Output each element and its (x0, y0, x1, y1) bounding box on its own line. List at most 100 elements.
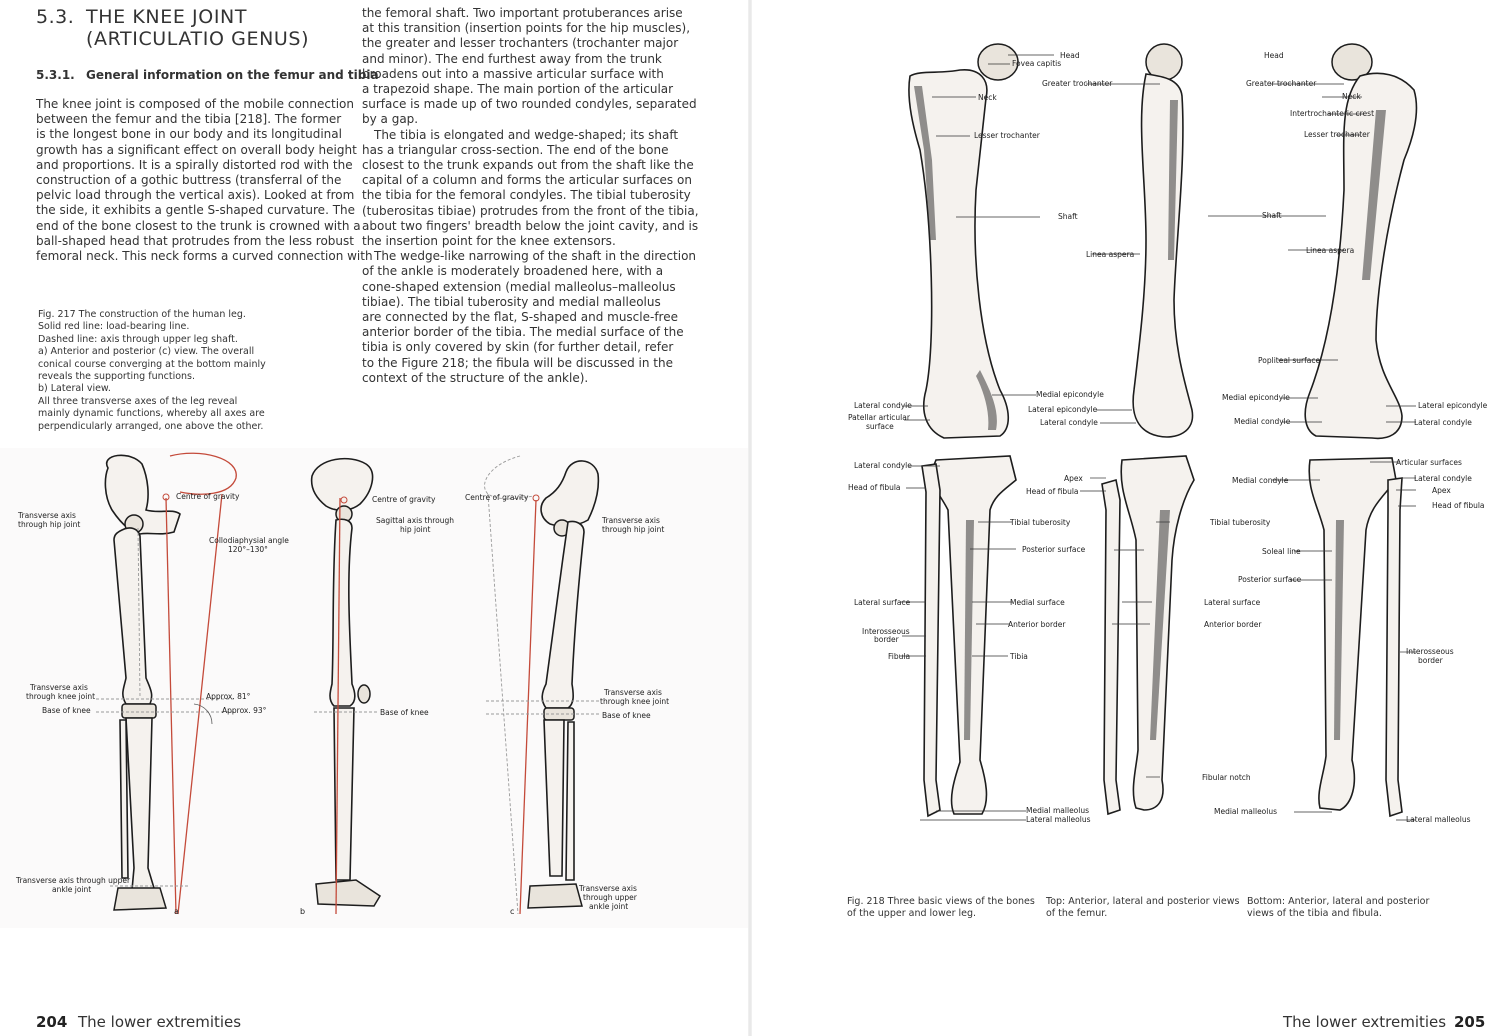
body-line: capital of a column and forms the articu… (362, 173, 692, 188)
pelvis-outline-dashed (484, 455, 535, 500)
label-transverse-knee-c-2: through knee joint (600, 697, 669, 706)
femur-anterior-view (908, 43, 1019, 439)
label-lateral-malleolus-posterior: Lateral malleolus (1406, 815, 1471, 824)
tibia-anterior-view (921, 455, 1017, 818)
label-patellar-articular-1: Patellar articular (848, 413, 911, 422)
tibia-lateral-view (1101, 455, 1195, 816)
caption-line: Dashed line: axis through upper leg shaf… (38, 333, 238, 345)
load-bearing-line-b (335, 497, 341, 915)
label-lateral-condyle-posterior: Lateral condyle (1414, 418, 1472, 427)
section-title-line-2: (ARTICULATIO GENUS) (86, 28, 310, 50)
label-base-of-knee-b: Base of knee (380, 708, 429, 717)
footer-page-number-left: 204 (36, 1013, 68, 1031)
foot-lateral-illustration (315, 879, 382, 907)
label-shaft-anterior: Shaft (1058, 212, 1078, 221)
figure-218-femur-tibia-views: Head Fovea capitis Neck Greater trochant… (848, 43, 1488, 824)
label-transverse-knee-c-1: Transverse axis (603, 688, 662, 697)
caption-line: Fig. 217 The construction of the human l… (38, 309, 246, 320)
body-line: ball-shaped head that protrudes from the… (36, 233, 354, 248)
femur-posterior-illustration (541, 520, 585, 709)
pelvis-outline-line (169, 452, 237, 495)
label-anterior-border-lateral: Anterior border (1204, 620, 1262, 629)
caption-line: Bottom: Anterior, lateral and posterior (1247, 896, 1430, 907)
label-greater-trochanter-anterior: Greater trochanter (1042, 79, 1113, 88)
label-tibial-tuberosity-lateral: Tibial tuberosity (1209, 518, 1271, 527)
knee-illustration (121, 703, 157, 719)
label-approx-81: Approx. 81° (206, 692, 251, 701)
body-column-2: the femoral shaft. Two important protube… (362, 6, 699, 386)
body-line: anterior border of the tibia. The medial… (362, 325, 684, 340)
label-sagittal-hip-2: hip joint (400, 525, 430, 534)
centre-of-gravity-marker (162, 493, 170, 501)
body-line: are connected by the flat, S-shaped and … (362, 310, 678, 325)
panel-letter-a: a (174, 907, 179, 916)
label-transverse-hip-c-2: through hip joint (602, 525, 664, 534)
label-approx-93: Approx. 93° (222, 706, 267, 715)
footer-page-number-right: 205 (1454, 1013, 1486, 1031)
label-lateral-epicondyle-lateral: Lateral epicondyle (1028, 405, 1098, 414)
label-centre-of-gravity-c: Centre of gravity (465, 493, 529, 502)
label-centre-of-gravity-b: Centre of gravity (372, 495, 436, 504)
label-popliteal-surface: Popliteal surface (1258, 356, 1320, 365)
label-interosseous-border-posterior-1: Interosseous (1406, 647, 1454, 656)
body-line: between the femur and the tibia [218]. T… (36, 112, 342, 127)
tibia-posterior-shading (1334, 520, 1344, 740)
caption-line: b) Lateral view. (38, 383, 111, 395)
caption-line: mainly dynamic functions, whereby all ax… (38, 408, 265, 420)
body-line: tibiae). The tibial tuberosity and media… (362, 294, 661, 309)
body-line: The wedge-like narrowing of the shaft in… (374, 249, 697, 264)
fibula-posterior-illustration (1385, 477, 1403, 818)
body-column-1: The knee joint is composed of the mobile… (36, 97, 373, 264)
label-transverse-ankle-c-3: ankle joint (589, 902, 628, 911)
label-base-of-knee-a: Base of knee (42, 706, 91, 715)
label-fibula-anterior: Fibula (888, 652, 910, 661)
label-medial-condyle-tibia: Medial condyle (1232, 476, 1289, 485)
label-articular-surfaces: Articular surfaces (1396, 458, 1462, 467)
body-line: cone-shaped extension (medial malleolus–… (362, 279, 676, 294)
label-lateral-malleolus-lateral: Lateral malleolus (1026, 815, 1091, 824)
label-transverse-ankle-c-2: through upper (583, 893, 638, 902)
tibia-shading (964, 520, 974, 740)
body-line: to the Figure 218; the fibula will be di… (362, 355, 673, 370)
femur-shading-2 (976, 370, 997, 430)
caption-line: of the upper and lower leg. (847, 908, 977, 920)
body-line: closest to the trunk expands out from th… (362, 158, 694, 173)
label-collodiaphysial-1: Collodiaphysial angle (209, 536, 289, 545)
label-intertrochanteric-crest: Intertrochanteric crest (1290, 109, 1374, 118)
body-line: femoral neck. This neck forms a curved c… (36, 249, 373, 264)
label-medial-condyle-posterior: Medial condyle (1234, 417, 1291, 426)
fibula-illustration (119, 719, 129, 879)
caption-line: reveals the supporting functions. (38, 371, 196, 383)
femur-lateral-view (1132, 43, 1194, 438)
femur-lateral-illustration (329, 518, 356, 707)
label-lateral-condyle-tibia-posterior: Lateral condyle (1414, 474, 1472, 483)
label-greater-trochanter-posterior: Greater trochanter (1246, 79, 1317, 88)
label-soleal-line: Soleal line (1262, 547, 1301, 556)
caption-line: conical course converging at the bottom … (38, 358, 266, 370)
left-page: 5.3. THE KNEE JOINT (ARTICULATIO GENUS) … (15, 6, 699, 1031)
pelvis-illustration (104, 454, 181, 535)
femur-shading (914, 86, 936, 240)
body-line: and proportions. It is a spirally distor… (36, 157, 353, 172)
figure-217-caption: Fig. 217 The construction of the human l… (38, 309, 266, 433)
femur-posterior-head (1331, 43, 1373, 81)
femur-posterior-shading (1362, 110, 1386, 280)
label-head-of-fibula-lateral: Head of fibula (1026, 487, 1079, 496)
shaft-axis-a (137, 527, 141, 699)
section-title: THE KNEE JOINT (ARTICULATIO GENUS) (86, 6, 309, 50)
label-interosseous-border-1: Interosseous (862, 627, 910, 636)
label-linea-aspera-lateral: Linea aspera (1086, 250, 1134, 259)
caption-line: Fig. 218 Three basic views of the bones (847, 896, 1035, 907)
body-line: by a gap. (362, 112, 419, 127)
figure-218-caption-col-2: Top: Anterior, lateral and posterior vie… (1046, 896, 1239, 921)
label-transverse-ankle-1: Transverse axis through upper (15, 876, 131, 885)
centre-of-gravity-marker-c (532, 494, 540, 502)
label-interosseous-border-posterior-2: border (1418, 656, 1444, 665)
label-transverse-ankle-2: ankle joint (52, 885, 91, 894)
subsection-title: General information on the femur and tib… (86, 68, 379, 82)
label-apex-lateral: Apex (1064, 474, 1083, 483)
label-head-posterior: Head (1264, 51, 1284, 60)
label-transverse-hip-c-1: Transverse axis (601, 516, 660, 525)
label-patellar-articular-2: surface (866, 422, 894, 431)
label-transverse-hip-1: Transverse axis (17, 511, 76, 520)
